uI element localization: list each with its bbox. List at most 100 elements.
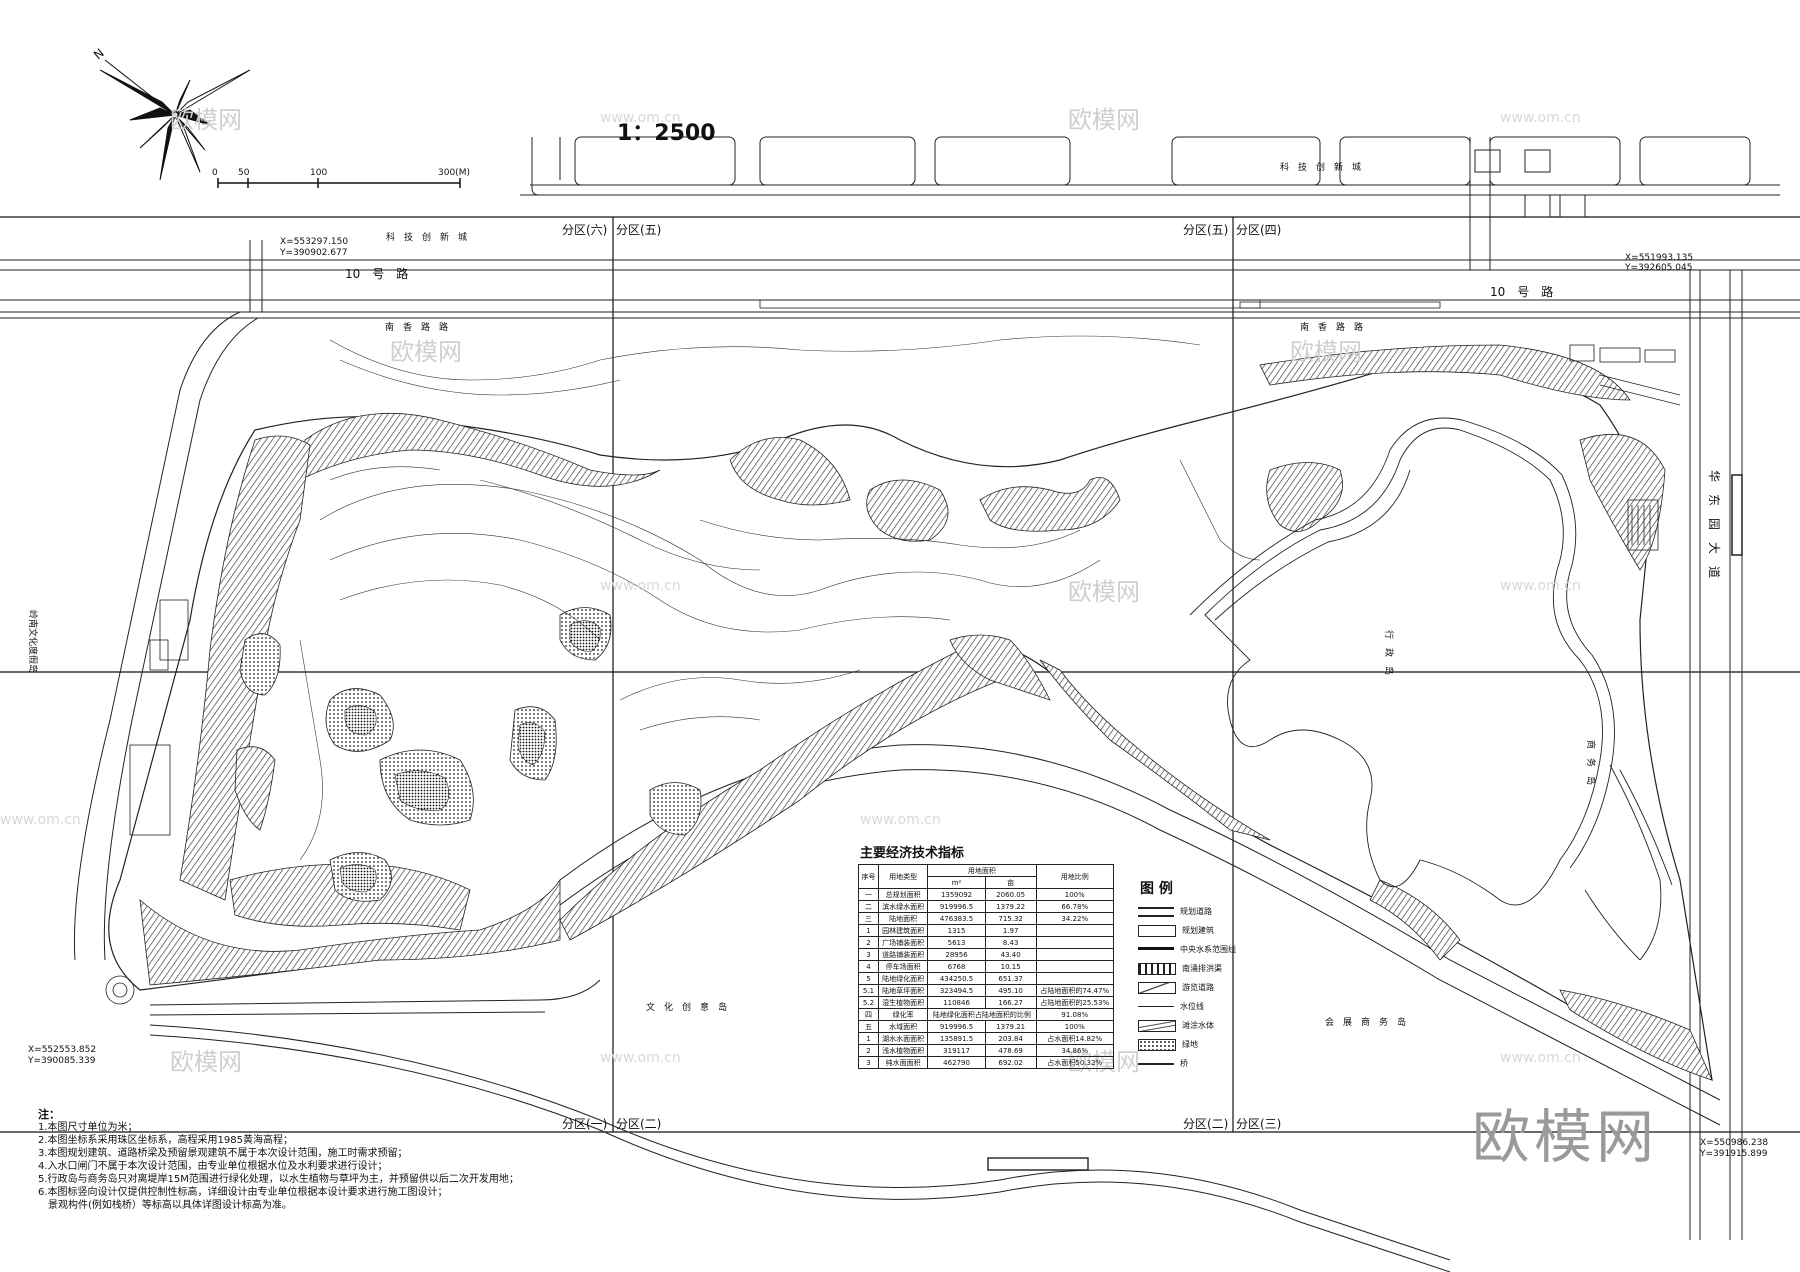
table-cell: 5613 bbox=[927, 936, 986, 949]
shoal-swatch-icon bbox=[1138, 1019, 1176, 1032]
table-cell: 8.43 bbox=[984, 936, 1037, 949]
legend-item: 绿地 bbox=[1138, 1035, 1248, 1054]
table-cell: 434250.5 bbox=[927, 972, 986, 985]
admin-business-island bbox=[1189, 417, 1673, 961]
table-cell: 34.22% bbox=[1035, 912, 1115, 925]
road-label: 10 号 路 bbox=[345, 266, 408, 281]
table-cell: 4 bbox=[858, 960, 879, 973]
legend-item: 水位线 bbox=[1138, 997, 1248, 1016]
table-cell: 10.15 bbox=[984, 960, 1037, 973]
table-header: 用地面积 bbox=[927, 864, 1037, 877]
greenland-swatch-icon bbox=[1138, 1038, 1176, 1051]
table-cell: 476383.5 bbox=[927, 912, 986, 925]
table-cell: 66.78% bbox=[1035, 900, 1115, 913]
table-cell: 广场铺装面积 bbox=[877, 936, 929, 949]
table-cell: 1 bbox=[858, 1032, 879, 1045]
coord-y: Y=392605.045 bbox=[1624, 263, 1692, 273]
watermark-url: www.om.cn bbox=[600, 1050, 681, 1066]
table-header: 用地比例 bbox=[1035, 864, 1115, 889]
building-swatch-icon bbox=[1138, 924, 1176, 937]
note-line: 景观构件(例如栈桥）等标高以具体详图设计标高为准。 bbox=[38, 1200, 292, 1211]
road-label: 华 东 园 大 道 bbox=[1707, 470, 1721, 578]
legend-item: 滩涂水体 bbox=[1138, 1016, 1248, 1035]
table-cell: 占水面积50.32% bbox=[1035, 1056, 1115, 1069]
watermark: 欧模网 bbox=[1068, 578, 1140, 606]
note-line: 6.本图标竖向设计仅提供控制性标高，详细设计由专业单位根据本设计要求进行施工图设… bbox=[38, 1187, 448, 1198]
table-cell: 651.37 bbox=[984, 972, 1037, 985]
zone-label: 分区(一) bbox=[562, 1117, 607, 1131]
table-cell: 水域面积 bbox=[877, 1020, 929, 1033]
legend-item: 游览道路 bbox=[1138, 978, 1248, 997]
area-label: 会 展 商 务 岛 bbox=[1325, 1016, 1406, 1028]
table-cell: 323494.5 bbox=[927, 984, 986, 997]
coord-x: X=550986.238 bbox=[1700, 1138, 1768, 1148]
table-cell: 478.69 bbox=[984, 1044, 1037, 1057]
area-label: 行 政 岛 bbox=[1383, 630, 1395, 675]
table-cell: 5 bbox=[858, 972, 879, 985]
note-line: 2.本图坐标系采用珠区坐标系，高程采用1985黄海高程； bbox=[38, 1135, 293, 1146]
legend-label: 桥 bbox=[1180, 1059, 1188, 1068]
zone-label: 分区(五) bbox=[1183, 223, 1228, 237]
north-arrow-icon bbox=[99, 59, 251, 181]
scale-label: 1：2500 bbox=[617, 121, 716, 146]
watermark-url: www.om.cn bbox=[0, 812, 81, 828]
legend-label: 规划建筑 bbox=[1182, 926, 1214, 935]
table-cell: 1359092 bbox=[927, 888, 986, 901]
notes-title: 注： bbox=[38, 1108, 60, 1121]
table-cell: 一 bbox=[858, 888, 879, 901]
legend-item: 规划建筑 bbox=[1138, 921, 1248, 940]
table-cell: 2 bbox=[858, 936, 879, 949]
watermarks: 欧模网 www.om.cn 欧模网 www.om.cn 欧模网 欧模网 www.… bbox=[0, 106, 1581, 1076]
table-cell: 3 bbox=[858, 1056, 879, 1069]
watermark: 欧模网 bbox=[1068, 106, 1140, 134]
table-cell: 1379.21 bbox=[984, 1020, 1037, 1033]
waterline-swatch-icon bbox=[1138, 1005, 1174, 1008]
scale-tick-300: 300(M) bbox=[438, 168, 470, 178]
table-cell: 三 bbox=[858, 912, 879, 925]
city-blocks bbox=[520, 136, 1780, 270]
table-cell: 占陆地面积的25.53% bbox=[1035, 996, 1115, 1009]
table-cell: 绿化率 bbox=[877, 1008, 929, 1021]
scale-tick-50: 50 bbox=[238, 168, 250, 178]
table-cell: 纯水面面积 bbox=[877, 1056, 929, 1069]
note-line: 1.本图尺寸单位为米； bbox=[38, 1122, 138, 1133]
table-cell: 总规划面积 bbox=[877, 888, 929, 901]
bridge-swatch-icon bbox=[1138, 1058, 1174, 1069]
table-cell: 滨水绿水面积 bbox=[877, 900, 929, 913]
water-boundary-swatch-icon bbox=[1138, 946, 1174, 953]
zone-label: 分区(六) bbox=[562, 223, 607, 237]
table-cell: 园林建筑面积 bbox=[877, 924, 929, 937]
area-label: 商 务 岛 bbox=[1585, 740, 1597, 785]
table-cell: 1379.22 bbox=[984, 900, 1037, 913]
table-cell: 203.84 bbox=[984, 1032, 1037, 1045]
table-cell: 1.97 bbox=[984, 924, 1037, 937]
table-cell: 34.86% bbox=[1035, 1044, 1115, 1057]
legend-item: 中央水系范围线 bbox=[1138, 940, 1248, 959]
structures bbox=[105, 299, 1681, 1005]
table-cell: 100% bbox=[1035, 1020, 1115, 1033]
watermark-url: www.om.cn bbox=[1500, 1050, 1581, 1066]
area-label: 科 技 创 新 城 bbox=[1280, 161, 1361, 173]
table-cell: 919996.5 bbox=[927, 900, 986, 913]
note-line: 4.入水口闸门不属于本次设计范围，由专业单位根据水位及水利要求进行设计； bbox=[38, 1161, 388, 1172]
scale-tick-100: 100 bbox=[310, 168, 327, 178]
indicator-table-title: 主要经济技术指标 bbox=[860, 846, 965, 861]
table-cell: 2060.05 bbox=[984, 888, 1037, 901]
table-cell: 6768 bbox=[927, 960, 986, 973]
table-cell: 919996.5 bbox=[927, 1020, 986, 1033]
table-cell: 2 bbox=[858, 1044, 879, 1057]
table-cell: 道路铺装面积 bbox=[877, 948, 929, 961]
table-cell: 陆地面积 bbox=[877, 912, 929, 925]
zone-label: 分区(二) bbox=[1183, 1117, 1228, 1131]
north-label: N bbox=[91, 46, 107, 62]
coord-x: X=552553.852 bbox=[28, 1045, 96, 1055]
legend-label: 绿地 bbox=[1182, 1040, 1198, 1049]
